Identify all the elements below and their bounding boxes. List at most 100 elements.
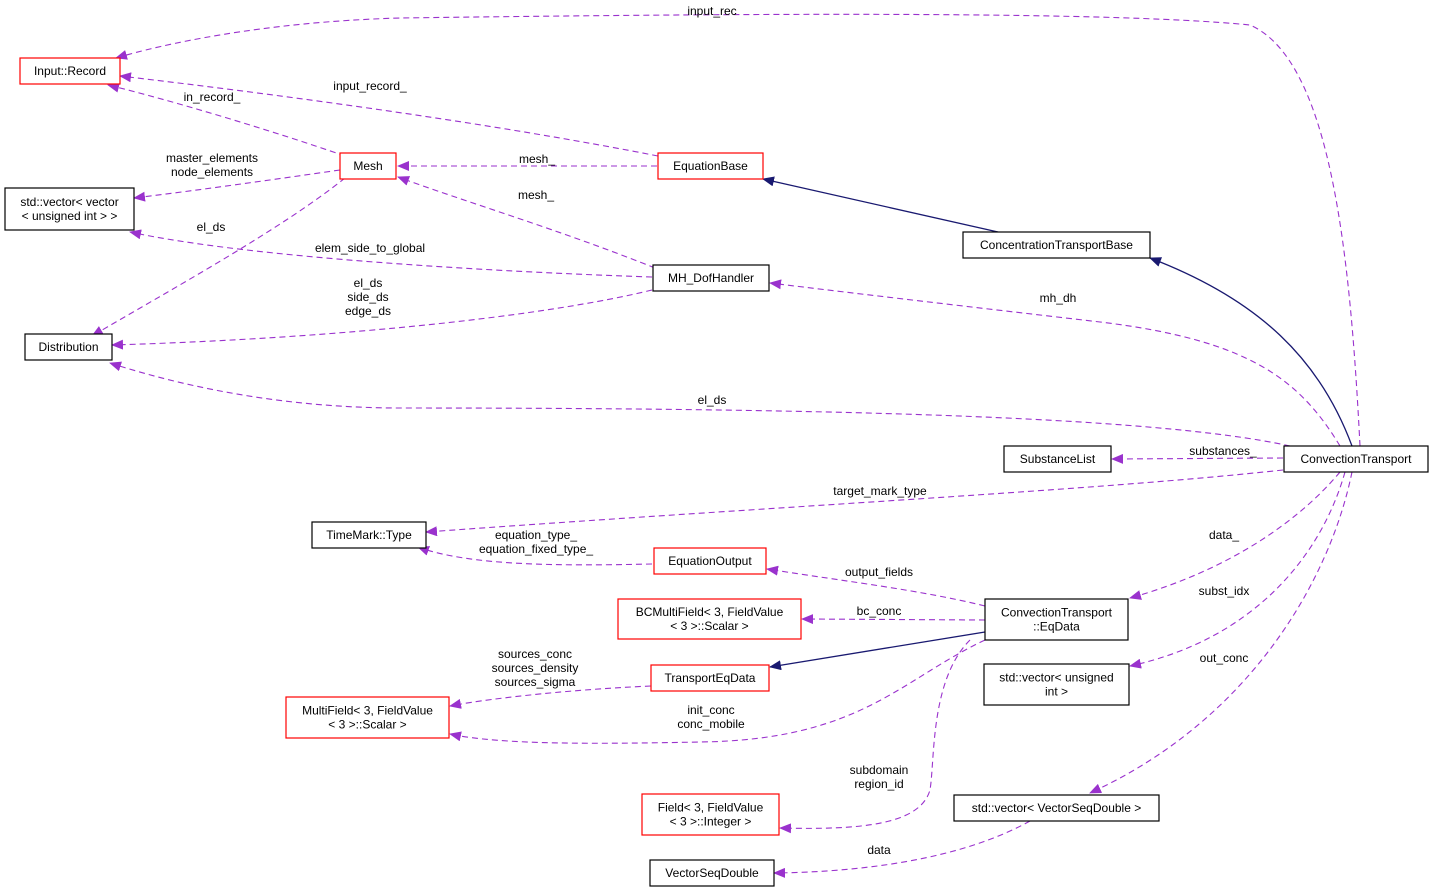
label-target-mark: target_mark_type (833, 484, 927, 498)
inherit-eqdata-transporteqdata (769, 631, 986, 671)
label-subst-idx: subst_idx (1199, 584, 1250, 598)
label-mh-dh: mh_dh (1040, 291, 1077, 305)
edge-label-line: bc_conc (857, 604, 902, 618)
node-equation-output[interactable]: EquationOutput (653, 547, 767, 575)
edge-input-record (119, 72, 659, 157)
node-label: std::vector< unsigned (999, 671, 1113, 685)
edge-label-line: init_conc (687, 703, 734, 717)
edge-mh-dh (769, 279, 1341, 447)
inherit-ctbase-eqbase (762, 176, 999, 233)
label-input-record: input_record_ (333, 79, 407, 93)
node-mesh[interactable]: Mesh (339, 152, 397, 180)
node-box (650, 664, 770, 692)
node-box (653, 547, 767, 575)
node-label: < 3 >::Scalar > (328, 718, 406, 732)
edge-mesh-dof (397, 176, 656, 269)
edge-substances (1111, 453, 1284, 464)
node-label: ::EqData (1033, 620, 1080, 634)
edge-el-ds-ct (109, 361, 1291, 447)
node-box (649, 859, 775, 887)
node-box (285, 696, 450, 739)
edge-label-line: master_elements (166, 151, 258, 165)
edge-label-line: data_ (1209, 528, 1239, 542)
node-box (24, 333, 113, 361)
node-vector-seq-double[interactable]: VectorSeqDouble (649, 859, 775, 887)
edge-master-node (133, 169, 341, 202)
node-label: TransportEqData (665, 671, 756, 685)
edge-label-line: conc_mobile (677, 717, 745, 731)
edge-label-line: mh_dh (1040, 291, 1077, 305)
label-out-conc: out_conc (1200, 651, 1249, 665)
label-output-fields: output_fields (845, 565, 913, 579)
node-label: Input::Record (34, 64, 106, 78)
label-substances: substances_ (1189, 444, 1257, 458)
label-in-record: in_record_ (184, 90, 241, 104)
node-label: ConvectionTransport (1001, 606, 1113, 620)
edge-label-line: sources_sigma (495, 675, 576, 689)
node-box (983, 663, 1130, 706)
node-label: BCMultiField< 3, FieldValue (636, 605, 784, 619)
node-transport-eqdata[interactable]: TransportEqData (650, 664, 770, 692)
node-label: SubstanceList (1020, 452, 1096, 466)
node-label: Mesh (353, 159, 382, 173)
node-vector-vsd[interactable]: std::vector< VectorSeqDouble > (953, 794, 1160, 822)
node-box (339, 152, 397, 180)
edge-label-line: substances_ (1189, 444, 1257, 458)
node-field-integer[interactable]: Field< 3, FieldValue< 3 >::Integer > (641, 793, 780, 836)
node-timemark-type[interactable]: TimeMark::Type (311, 521, 427, 549)
edges-layer (91, 13, 1361, 878)
node-convection-transport[interactable]: ConvectionTransport (1283, 445, 1429, 473)
node-box (1283, 445, 1429, 473)
node-label: std::vector< VectorSeqDouble > (972, 801, 1141, 815)
node-box (652, 264, 770, 292)
node-concentration-transport-base[interactable]: ConcentrationTransportBase (962, 231, 1151, 259)
node-bc-multifield[interactable]: BCMultiField< 3, FieldValue< 3 >::Scalar… (617, 598, 802, 640)
node-mh-dofhandler[interactable]: MH_DofHandler (652, 264, 770, 292)
edge-label-line: subdomain (850, 763, 909, 777)
edge-label-line: el_ds (354, 276, 383, 290)
edge-label-line: out_conc (1200, 651, 1249, 665)
edge-label-line: el_ds (197, 220, 226, 234)
edge-label-line: in_record_ (184, 90, 241, 104)
node-label: TimeMark::Type (326, 528, 412, 542)
edge-target-mark (425, 469, 1284, 537)
edge-el-ds-mesh (91, 177, 346, 337)
edge-data-vsd (773, 820, 1031, 878)
node-label: Distribution (38, 340, 98, 354)
node-label: MH_DofHandler (668, 271, 754, 285)
edge-label-line: subst_idx (1199, 584, 1250, 598)
node-box (953, 794, 1160, 822)
node-label: Field< 3, FieldValue (658, 801, 764, 815)
edge-subst-idx (1129, 471, 1346, 669)
node-label: < 3 >::Scalar > (670, 619, 748, 633)
node-box (984, 598, 1129, 641)
node-input-record[interactable]: Input::Record (19, 57, 121, 85)
node-vector-vector-uint[interactable]: std::vector< vector< unsigned int > > (4, 187, 135, 231)
node-multifield[interactable]: MultiField< 3, FieldValue< 3 >::Scalar > (285, 696, 450, 739)
node-label: int > (1045, 685, 1068, 699)
node-substance-list[interactable]: SubstanceList (1003, 445, 1112, 473)
edge-output-fields (766, 565, 986, 607)
edge-input-rec (115, 13, 1361, 447)
node-box (19, 57, 121, 85)
edge-data (1129, 471, 1341, 600)
edge-labels-layer: input_rec input_record_ in_record_ mesh_… (166, 4, 1257, 857)
label-input-rec: input_rec (687, 4, 736, 18)
edge-label-line: mesh_ (519, 152, 555, 166)
label-el-ds-mesh: el_ds (197, 220, 226, 234)
edge-label-line: sources_density (492, 661, 579, 675)
label-mesh-dof: mesh_ (518, 188, 554, 202)
node-distribution[interactable]: Distribution (24, 333, 113, 361)
node-eqdata[interactable]: ConvectionTransport::EqData (984, 598, 1129, 641)
label-data: data_ (1209, 528, 1239, 542)
node-equation-base[interactable]: EquationBase (657, 152, 764, 180)
edge-label-line: el_ds (698, 393, 727, 407)
node-box (617, 598, 802, 640)
edge-label-line: output_fields (845, 565, 913, 579)
edge-label-line: edge_ds (345, 304, 391, 318)
edge-label-line: node_elements (171, 165, 253, 179)
